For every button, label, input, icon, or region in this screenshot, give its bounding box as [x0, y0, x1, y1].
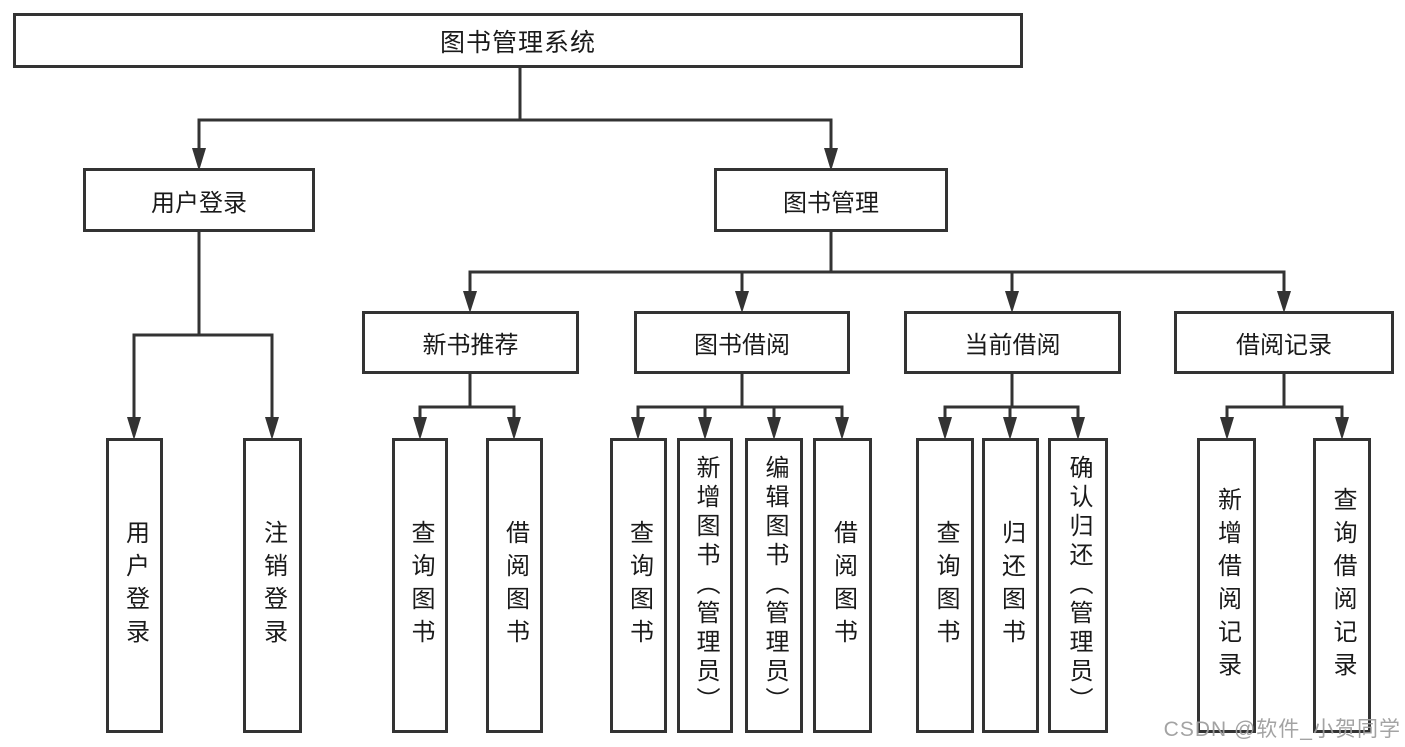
leaf-user-login: 用户登录: [106, 438, 163, 733]
leaf-add-borrow-record: 新增借阅记录: [1197, 438, 1256, 733]
node-new-book-recommend: 新书推荐: [362, 311, 579, 374]
leaf-query-books-recommend: 查询图书: [392, 438, 448, 733]
leaf-query-borrow-record: 查询借阅记录: [1313, 438, 1371, 733]
leaf-borrow-books-recommend: 借阅图书: [486, 438, 543, 733]
leaf-edit-books-admin: 编辑图书（管理员）: [745, 438, 803, 733]
leaf-query-books-current: 查询图书: [916, 438, 974, 733]
leaf-logout: 注销登录: [243, 438, 302, 733]
leaf-borrow-books: 借阅图书: [813, 438, 872, 733]
node-book-management: 图书管理: [714, 168, 948, 232]
node-book-borrow: 图书借阅: [634, 311, 850, 374]
leaf-return-books: 归还图书: [982, 438, 1039, 733]
leaf-add-books-admin: 新增图书（管理员）: [677, 438, 733, 733]
node-current-borrow: 当前借阅: [904, 311, 1121, 374]
leaf-query-books-borrow: 查询图书: [610, 438, 667, 733]
node-borrow-records: 借阅记录: [1174, 311, 1394, 374]
node-library-system: 图书管理系统: [13, 13, 1023, 68]
node-user-login: 用户登录: [83, 168, 315, 232]
leaf-confirm-return-admin: 确认归还（管理员）: [1048, 438, 1108, 733]
